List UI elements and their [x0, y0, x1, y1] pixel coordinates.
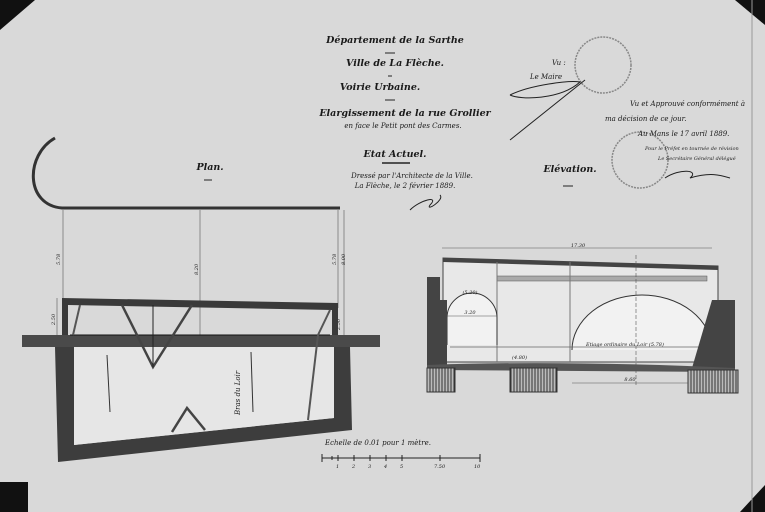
foundation-left: [426, 367, 456, 393]
scale-caption: Echelle de 0.01 pour 1 mètre.: [324, 439, 431, 447]
plan-label: Plan.: [195, 162, 223, 173]
elevation-small-arch-height: (5.20): [462, 289, 477, 296]
plan-dim-left: 5.78: [56, 254, 62, 265]
approval-line3: Au Mans le 17 avril 1889.: [637, 130, 729, 138]
scale-tick: 5: [400, 464, 403, 470]
plan-dim-right2: 8.00: [341, 253, 347, 265]
plan-drawing: Plan. 5.78 8.20 5.78 8.00 2.50 2.50 B: [22, 136, 380, 462]
pier-cutwater-lower: [170, 405, 206, 433]
right-abutment-edge: [307, 309, 331, 421]
scale-tick: 7.50: [434, 464, 446, 470]
scale-tick: 3: [368, 464, 371, 470]
elevation-dim-total: 17.30: [571, 243, 586, 249]
mayor-text: Le Maire: [529, 73, 562, 81]
stamp-bottom: [611, 131, 669, 189]
plan-dim-wall-right: 2.50: [336, 318, 342, 331]
river-label: Bras du Loir: [234, 370, 242, 416]
approval-block: Vu : Le Maire Vu et Approuvé conformémen…: [509, 36, 745, 189]
small-arch: [446, 292, 498, 345]
approval-line2: ma décision de ce jour.: [605, 115, 686, 123]
corner-mount-bottom-left: [0, 482, 28, 512]
flow-arrow-right: [250, 351, 254, 413]
vu-text: Vu :: [552, 59, 566, 67]
elevation-small-arch-span: 3.20: [464, 310, 476, 316]
scale-tick: 10: [474, 464, 481, 470]
architect-signature: [409, 194, 442, 211]
water-level-label: Etiage ordinaire du Loir (5.78): [585, 341, 664, 348]
plan-dim-right: 5.78: [332, 254, 338, 265]
river-bank: [22, 335, 380, 347]
title-etat-actuel: Etat Actuel.: [363, 149, 427, 160]
bridge-parapet-top: [443, 258, 718, 270]
title-block: Département de la Sarthe Ville de La Flè…: [318, 35, 492, 211]
title-project: Elargissement de la rue Grollier: [318, 108, 491, 119]
approval-line5: Le Secrétaire Général délégué: [657, 155, 736, 162]
scale-tick: 2: [351, 464, 355, 470]
elevation-label: Elévation.: [542, 164, 596, 175]
street-edge: [31, 136, 340, 210]
plan-dim-wall-left: 2.50: [51, 313, 57, 326]
stamp-top: [574, 36, 632, 94]
place-date-text: La Flèche, le 2 février 1889.: [354, 182, 456, 190]
drawn-by-text: Dressé par l'Architecte de la Ville.: [350, 172, 473, 180]
title-town: Ville de La Flèche.: [346, 58, 444, 69]
title-voirie: Voirie Urbaine.: [340, 82, 420, 93]
elevation-drawing: Elévation. 17.30 (5.20) 3.20 Etiage ordi…: [426, 164, 739, 394]
elevation-pier-dim: (4.80): [512, 354, 527, 361]
corner-mount-top-right: [735, 0, 765, 25]
approval-line4: Pour le Préfet en tournée de révision: [644, 145, 739, 152]
approval-line1: Vu et Approuvé conformément à: [630, 100, 745, 108]
foundation-right: [687, 369, 739, 394]
elevation-big-span: 8.60: [624, 377, 636, 383]
bridge-parapet: [62, 298, 338, 338]
prefect-signature: [664, 170, 731, 179]
left-abutment: [427, 277, 447, 365]
right-abutment: [692, 300, 735, 368]
scale-tick: 4: [383, 464, 387, 470]
channel-walls: [55, 347, 352, 462]
scale-bar: Echelle de 0.01 pour 1 mètre. 1 2 3 4 5 …: [321, 439, 481, 470]
river-bed: [427, 363, 735, 372]
title-location: en face le Petit pont des Carmes.: [344, 122, 461, 130]
scale-tick: 1: [336, 464, 339, 470]
mayor-signature: [509, 79, 586, 141]
corner-mount-top-left: [0, 0, 35, 30]
plan-dim-center: 8.20: [194, 263, 200, 275]
flow-arrow-left: [106, 354, 111, 413]
foundation-center: [509, 367, 558, 393]
title-department: Département de la Sarthe: [325, 35, 464, 46]
